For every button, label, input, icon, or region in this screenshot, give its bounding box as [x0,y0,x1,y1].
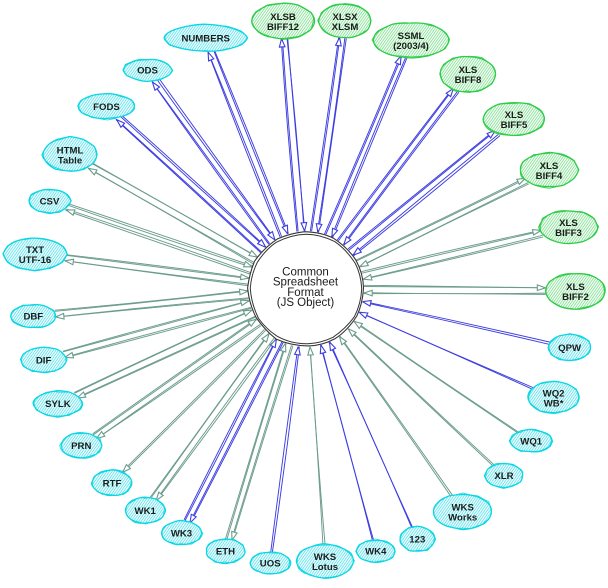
svg-text:SYLK: SYLK [45,399,71,410]
svg-text:FODS: FODS [93,102,120,113]
svg-text:ETH: ETH [216,547,235,558]
svg-text:(2003/4): (2003/4) [393,41,429,52]
svg-text:XLS: XLS [540,161,559,172]
svg-text:XLS: XLS [459,65,478,76]
svg-text:RTF: RTF [103,479,122,490]
svg-text:UTF-16: UTF-16 [19,255,52,266]
svg-text:Lotus: Lotus [312,562,338,573]
svg-text:WK3: WK3 [171,529,192,540]
svg-text:HTML: HTML [57,145,84,156]
svg-text:ODS: ODS [137,66,158,77]
svg-text:WKS: WKS [452,503,475,514]
svg-text:XLS: XLS [505,110,524,121]
svg-text:WK4: WK4 [365,547,387,558]
svg-text:TXT: TXT [26,245,44,256]
svg-text:WQ2: WQ2 [543,388,565,399]
svg-text:Table: Table [58,155,82,166]
svg-text:123: 123 [409,534,425,545]
svg-text:(JS Object): (JS Object) [277,297,335,309]
svg-text:UOS: UOS [260,559,281,570]
svg-text:XLS: XLS [559,218,578,229]
svg-text:QPW: QPW [558,343,582,354]
svg-text:SSML: SSML [398,31,425,42]
svg-text:Common: Common [282,267,329,279]
svg-text:DBF: DBF [23,312,43,323]
svg-text:NUMBERS: NUMBERS [181,34,230,45]
svg-text:PRN: PRN [71,441,91,452]
svg-text:XLR: XLR [494,471,513,482]
svg-text:BIFF4: BIFF4 [536,171,563,182]
svg-text:Works: Works [448,513,477,524]
svg-text:XLSX: XLSX [332,12,358,23]
svg-text:BIFF12: BIFF12 [267,22,299,33]
svg-text:XLSB: XLSB [270,12,296,23]
svg-text:BIFF3: BIFF3 [555,228,582,239]
svg-text:Spreadsheet: Spreadsheet [273,277,339,289]
svg-text:Format: Format [287,287,324,299]
svg-text:CSV: CSV [40,197,60,208]
svg-text:WB*: WB* [544,398,564,409]
svg-text:BIFF2: BIFF2 [562,292,589,303]
svg-text:XLSM: XLSM [332,22,359,33]
svg-text:WKS: WKS [314,552,337,563]
svg-text:WK1: WK1 [135,506,157,517]
svg-text:BIFF8: BIFF8 [455,75,482,86]
svg-text:WQ1: WQ1 [520,437,543,448]
svg-text:BIFF5: BIFF5 [501,120,528,131]
svg-text:XLS: XLS [566,282,585,293]
svg-text:DIF: DIF [36,356,52,367]
